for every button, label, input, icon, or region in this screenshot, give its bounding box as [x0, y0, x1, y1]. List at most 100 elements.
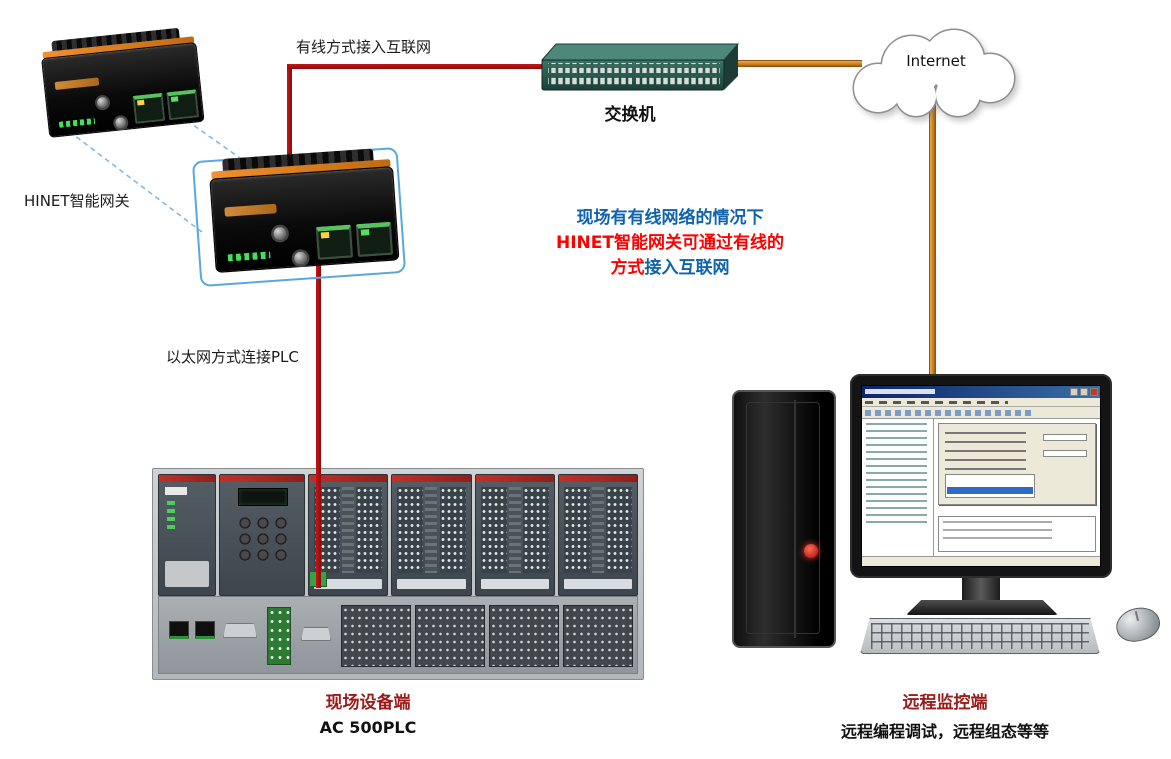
message-lines — [943, 521, 1053, 543]
terminal-block — [341, 605, 411, 667]
monitor — [850, 374, 1112, 578]
plc-io-module — [474, 474, 555, 596]
monitor-stand-base — [906, 600, 1058, 615]
tower-seam — [794, 400, 796, 638]
gateway-label: HINET智能网关 — [24, 192, 130, 210]
gateway-body — [209, 165, 400, 274]
field-side-title: 现场设备端 — [325, 693, 411, 713]
callout-line-1: 现场有有线网络的情况下 — [576, 208, 764, 228]
toolbar-icons — [865, 410, 1032, 416]
power-button-icon — [804, 544, 818, 558]
ide-menu-bar — [862, 398, 1100, 407]
terminal-block — [415, 605, 485, 667]
hinet-gateway-device-connected — [208, 147, 400, 274]
keyboard-keys — [871, 623, 1089, 649]
maximize-icon — [1080, 388, 1088, 396]
plc-module-row — [158, 474, 638, 596]
module-label-plate — [165, 487, 187, 495]
plc-base-row — [158, 596, 638, 674]
mouse-seam — [1134, 610, 1140, 622]
menu-items — [865, 401, 1008, 404]
callout-line-2: HINET智能网关可通过有线的 — [556, 233, 784, 253]
ide-project-tree — [862, 419, 934, 556]
red-cable-gateway-to-switch-horizontal — [287, 64, 548, 69]
dialog-input — [1043, 434, 1087, 441]
ide-main-area — [934, 419, 1100, 556]
plc-link-label: 以太网方式连接PLC — [166, 348, 299, 366]
wired-link-label: 有线方式接入互联网 — [296, 38, 432, 56]
terminal-block — [489, 605, 559, 667]
switch-label: 交换机 — [604, 105, 656, 125]
selected-list-row — [947, 487, 1034, 494]
module-spine — [425, 487, 438, 573]
module-red-stripe — [159, 475, 215, 482]
terminal-column — [563, 487, 590, 573]
ide-toolbar — [862, 407, 1100, 419]
plc-io-module — [557, 474, 638, 596]
module-face-plate — [165, 561, 209, 587]
gateway-logo-mark — [224, 203, 277, 217]
red-cable-gateway-to-switch-vertical — [287, 68, 292, 234]
ethernet-port-icon — [169, 621, 189, 639]
field-side-subtitle: AC 500PLC — [319, 718, 417, 737]
ide-dialog — [938, 423, 1096, 505]
terminal-column — [439, 487, 466, 573]
cpu-keypad — [236, 515, 290, 563]
plc-cpu-module — [219, 474, 305, 596]
terminal-block — [563, 605, 633, 667]
remote-side-title: 远程监控端 — [902, 693, 988, 713]
module-spine — [591, 487, 604, 573]
monitor-screen — [861, 385, 1101, 567]
status-led-row — [58, 118, 96, 128]
ethernet-port-icon — [132, 92, 166, 124]
module-red-stripe — [220, 475, 304, 482]
port-led — [170, 96, 179, 102]
ac500-plc-device — [152, 468, 644, 680]
orange-cable-internet-to-pc — [929, 104, 936, 396]
callout-text: 现场有有线网络的情况下 HINET智能网关可通过有线的 方式接入互联网 — [505, 206, 835, 281]
ethernet-port-icon — [166, 89, 200, 121]
minimize-icon — [1070, 388, 1078, 396]
hinet-gateway-device — [39, 26, 205, 138]
ethernet-port-icon — [195, 621, 215, 639]
ide-title-bar — [862, 386, 1100, 398]
antenna-connector-icon — [94, 94, 111, 111]
cpu-lcd-display — [238, 488, 288, 506]
dsub-connector-icon — [223, 623, 257, 638]
gateway-body — [41, 42, 205, 138]
module-label-strip — [314, 579, 383, 589]
ide-message-pane — [938, 516, 1096, 552]
terminal-column — [606, 487, 632, 573]
ethernet-port-icon — [355, 221, 394, 258]
module-red-stripe — [392, 475, 471, 482]
green-terminal-block — [267, 607, 291, 665]
ide-status-bar — [862, 556, 1100, 566]
tower-front-panel — [746, 402, 820, 634]
port-led — [360, 229, 370, 236]
internet-label: Internet — [906, 52, 966, 70]
module-label-strip — [563, 579, 632, 589]
port-led — [320, 231, 330, 239]
keyboard — [860, 618, 1100, 654]
module-red-stripe — [309, 475, 388, 482]
dialog-dropdown-list — [945, 474, 1036, 498]
terminal-column — [522, 487, 549, 573]
ide-title-text — [865, 389, 935, 394]
module-led-column — [167, 501, 175, 533]
plc-io-module — [391, 474, 472, 596]
tree-items — [866, 423, 927, 526]
module-label-strip — [397, 579, 466, 589]
orange-cable-switch-to-internet — [730, 60, 862, 67]
module-red-stripe — [558, 475, 637, 482]
terminal-column — [397, 487, 424, 573]
pc-tower — [732, 390, 836, 648]
status-led-row — [227, 251, 271, 262]
antenna-connector-icon — [291, 248, 311, 268]
dialog-labels — [945, 432, 1027, 476]
close-icon — [1090, 388, 1098, 396]
dsub-connector-icon — [301, 627, 331, 641]
antenna-connector-icon — [270, 224, 290, 244]
ide-body — [862, 419, 1100, 556]
callout-line-3: 方式接入互联网 — [610, 258, 730, 278]
port-led — [137, 99, 145, 106]
